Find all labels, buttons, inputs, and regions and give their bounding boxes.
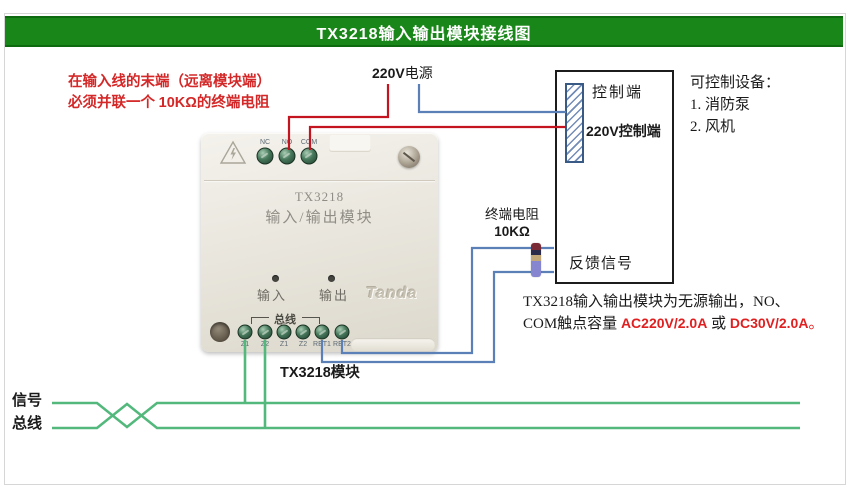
devices-title: 可控制设备： [690, 75, 781, 91]
control-contact-strip [565, 83, 584, 163]
terminal-z1-a [237, 324, 253, 340]
bus-bracket-right [302, 317, 320, 324]
module-caption: TX3218模块 [280, 365, 360, 381]
terminal-label-ret1: RET1 [313, 341, 331, 348]
terminal-z2-a [257, 324, 273, 340]
input-label: 输入 [256, 288, 288, 303]
rating-line-2: COM触点容量 AC220V/2.0A 或 DC30V/2.0A。 [523, 315, 824, 332]
led-output-indicator [328, 275, 335, 282]
rating-line-1: TX3218输入输出模块为无源输出，NO、 [523, 294, 790, 310]
terminal-label-z2-b: Z2 [298, 341, 308, 348]
control-220v-label: 220V控制端 [586, 123, 661, 140]
screw-hole-icon [210, 322, 230, 342]
control-box [555, 70, 674, 284]
page-title: TX3218输入输出模块接线图 [316, 25, 532, 43]
terminal-z2-b [295, 324, 311, 340]
terminal-label-ret2: RET2 [333, 341, 351, 348]
module-notch [329, 135, 371, 152]
controllable-devices-list: 可控制设备： 1. 消防泵 2. 风机 [690, 72, 780, 138]
bus-bracket-left [251, 317, 269, 324]
annotation-line-2: 必须并联一个 10KΩ的终端电阻 [68, 95, 270, 111]
terminal-label-z1-b: Z1 [279, 341, 289, 348]
page-frame [4, 13, 846, 485]
terminal-z1-b [276, 324, 292, 340]
terminal-resistor-label: 终端电阻 10KΩ [485, 207, 539, 239]
screw-icon [398, 146, 420, 168]
module-divider [204, 180, 435, 181]
resistor-graphic [531, 243, 541, 277]
module-recess [351, 338, 435, 351]
warning-triangle-icon [219, 140, 247, 164]
terminal-label-no: NO [281, 139, 293, 146]
module-photo: NC NO COM TX3218 输入/输出模块 输入 输出 Tanda 总线 … [201, 133, 438, 352]
power-supply-label: 220V电源 [372, 65, 433, 82]
terminal-com [300, 147, 318, 165]
rating-note: TX3218输入输出模块为无源输出，NO、 COM触点容量 AC220V/2.0… [523, 292, 823, 335]
bus-label: 总线 [274, 314, 296, 326]
header-bar: TX3218输入输出模块接线图 [5, 16, 843, 47]
terminal-nc [256, 147, 274, 165]
terminal-ret2 [334, 324, 350, 340]
terminal-ret1 [314, 324, 330, 340]
brand-logo: Tanda [366, 285, 418, 302]
led-input-indicator [272, 275, 279, 282]
terminal-no [278, 147, 296, 165]
device-item: 2. 风机 [690, 119, 736, 135]
module-name-text: 输入/输出模块 [265, 210, 374, 226]
signal-bus-label: 信号 总线 [12, 393, 43, 432]
feedback-signal-label: 反馈信号 [569, 256, 634, 272]
terminal-resistor-annotation: 在输入线的末端（远离模块端） 必须并联一个 10KΩ的终端电阻 [68, 72, 271, 114]
terminal-label-com: COM [300, 139, 318, 146]
module-model-text: TX3218 [294, 189, 345, 204]
device-item: 1. 消防泵 [690, 97, 751, 113]
terminal-label-z2-a: Z2 [260, 341, 270, 348]
output-label: 输出 [318, 288, 350, 303]
terminal-label-nc: NC [259, 139, 271, 146]
control-terminal-label: 控制端 [592, 85, 644, 101]
annotation-line-1: 在输入线的末端（远离模块端） [68, 74, 271, 90]
terminal-label-z1-a: Z1 [240, 341, 250, 348]
